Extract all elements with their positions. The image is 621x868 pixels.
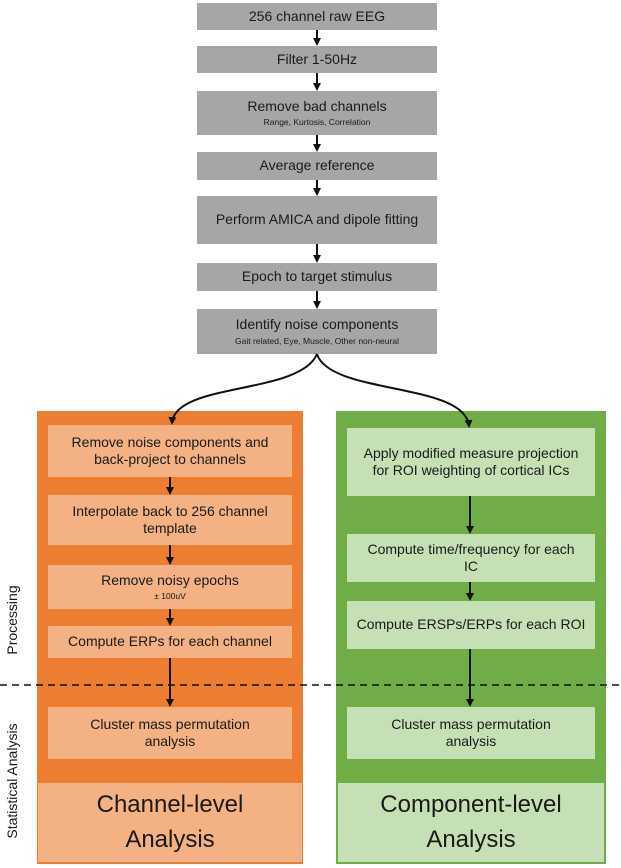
step-remove-bad-channels: Remove bad channels Range, Kurtosis, Cor… — [197, 91, 437, 135]
step-label: Interpolate back to 256 channel template — [72, 502, 268, 537]
step-label: Cluster mass permutation analysis — [391, 715, 551, 750]
step-label: Average reference — [259, 157, 375, 174]
component-step-ersps: Compute ERSPs/ERPs for each ROI — [347, 601, 595, 649]
step-label: Perform AMICA and dipole fitting — [215, 211, 419, 228]
step-label: Epoch to target stimulus — [241, 268, 393, 285]
step-filter: Filter 1-50Hz — [197, 46, 437, 73]
channel-step-remove-noise: Remove noise components and back-project… — [48, 425, 292, 477]
channel-step-interpolate: Interpolate back to 256 channel template — [48, 495, 292, 545]
component-step-cluster-mass: Cluster mass permutation analysis — [347, 707, 595, 759]
component-level-title: Component-level Analysis — [338, 783, 604, 862]
channel-step-cluster-mass: Cluster mass permutation analysis — [48, 707, 292, 759]
branch-left-arrow — [168, 353, 318, 425]
step-label: Cluster mass permutation analysis — [90, 715, 250, 750]
step-label: Identify noise components — [235, 316, 399, 333]
component-step-time-frequency: Compute time/frequency for each IC — [347, 534, 595, 582]
step-epoch: Epoch to target stimulus — [197, 263, 437, 291]
step-label: 256 channel raw EEG — [248, 7, 386, 24]
step-label: Filter 1-50Hz — [276, 50, 358, 67]
branch-right-arrow — [316, 353, 473, 428]
panel-title: Component-level Analysis — [380, 790, 562, 853]
step-sublabel: Range, Kurtosis, Correlation — [263, 117, 371, 128]
channel-level-title: Channel-level Analysis — [38, 783, 302, 862]
step-raw-eeg: 256 channel raw EEG — [197, 3, 437, 30]
step-sublabel: Gait related, Eye, Muscle, Other non-neu… — [235, 335, 399, 346]
channel-step-remove-epochs: Remove noisy epochs ± 100uV — [48, 565, 292, 609]
step-label: Remove bad channels — [247, 97, 387, 114]
step-amica: Perform AMICA and dipole fitting — [197, 196, 437, 244]
step-label: Compute ERSPs/ERPs for each ROI — [356, 616, 586, 633]
step-label: Compute time/frequency for each IC — [367, 540, 575, 575]
step-average-reference: Average reference — [197, 152, 437, 180]
step-identify-noise: Identify noise components Gait related, … — [197, 309, 437, 354]
component-step-measure-projection: Apply modified measure projection for RO… — [347, 428, 595, 496]
step-label: Compute ERPs for each channel — [68, 633, 272, 650]
step-label: Remove noisy epochs — [101, 571, 239, 588]
channel-step-compute-erps: Compute ERPs for each channel — [48, 626, 292, 658]
panel-title: Channel-level Analysis — [96, 790, 244, 853]
step-label: Apply modified measure projection for RO… — [363, 444, 579, 479]
step-label: Remove noise components and back-project… — [71, 433, 269, 468]
step-sublabel: ± 100uV — [154, 591, 186, 602]
